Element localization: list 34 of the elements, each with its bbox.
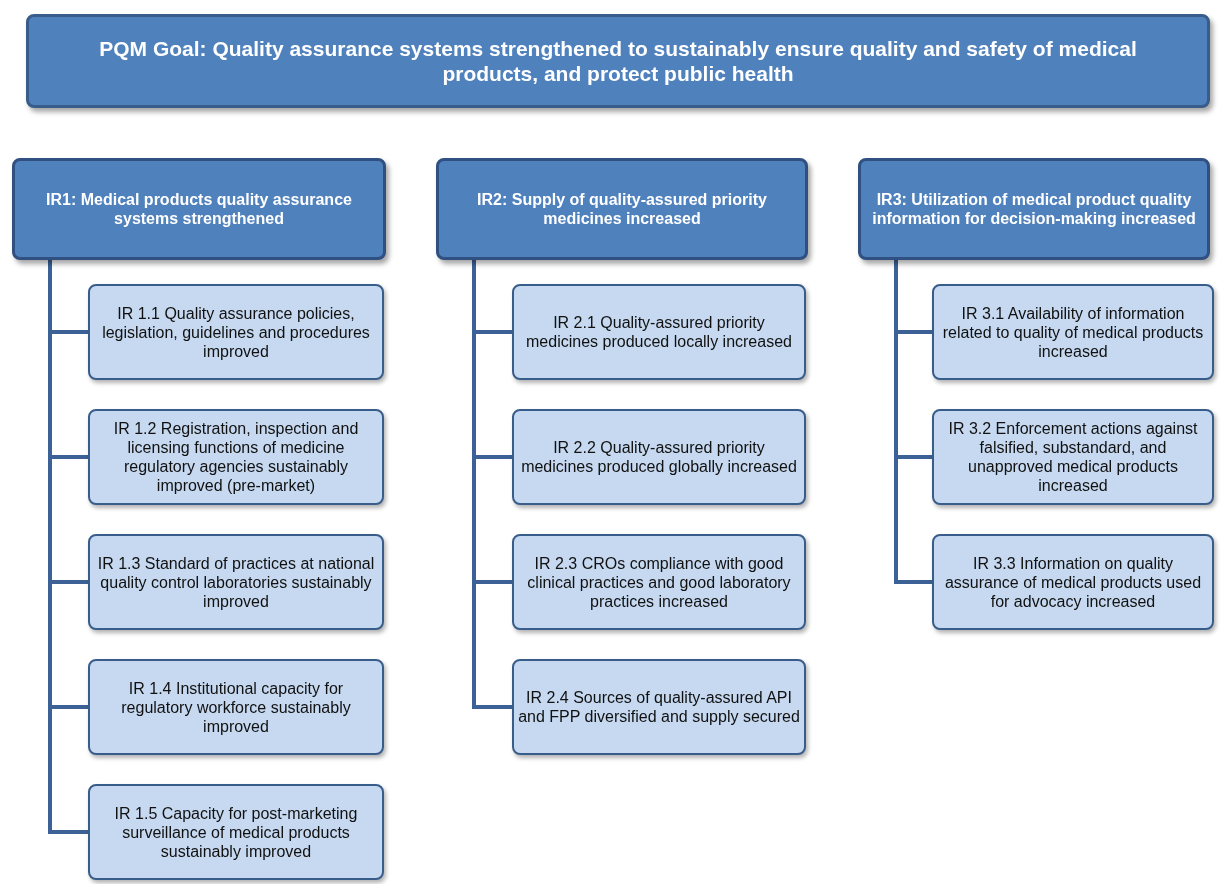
- sub-result-box: [512, 534, 806, 630]
- sub-result-text: IR 3.1 Availability of information related to quality of medical products increased: [941, 303, 1205, 361]
- sub-result-text: IR 1.1 Quality assurance policies, legislation, guidelines and procedures improved: [101, 303, 371, 361]
- connector-line: [472, 260, 512, 709]
- result-box: [436, 158, 808, 260]
- result-box: [12, 158, 386, 260]
- sub-result-box: [932, 409, 1214, 505]
- sub-result-box: [88, 284, 384, 380]
- sub-result-text: IR 1.2 Registration, inspection and licensing functions of medicine regulatory agencies sustainably improved (pre-market): [112, 419, 360, 495]
- sub-result-box: [512, 659, 806, 755]
- sub-result-text: IR 2.2 Quality-assured priority medicines produced globally increased: [520, 438, 798, 476]
- sub-result-text: IR 1.3 Standard of practices at national quality control laboratories sustainably improved: [96, 553, 376, 611]
- sub-result-box: [88, 534, 384, 630]
- result-text: IR2: Supply of quality-assured priority medicines increased: [476, 190, 768, 228]
- goal-text: PQM Goal: Quality assurance systems strengthened to sustainably ensure quality and safety of medical products, and protect public health: [98, 36, 1138, 86]
- sub-result-box: [88, 659, 384, 755]
- sub-result-text: IR 2.3 CROs compliance with good clinical practices and good laboratory practices increased: [526, 553, 792, 611]
- goal-box: [26, 14, 1210, 108]
- connector-line: [894, 260, 932, 584]
- sub-result-text: IR 1.5 Capacity for post-marketing surveillance of medical products sustainably improved: [113, 803, 359, 861]
- sub-result-box: [932, 284, 1214, 380]
- result-text: IR3: Utilization of medical product quality information for decision-making increased: [871, 190, 1197, 228]
- sub-result-text: IR 3.3 Information on quality assurance of medical products used for advocacy increased: [943, 553, 1203, 611]
- result-text: IR1: Medical products quality assurance systems strengthened: [45, 190, 353, 228]
- sub-result-box: [932, 534, 1214, 630]
- sub-result-text: IR 2.1 Quality-assured priority medicines produced locally increased: [525, 313, 793, 351]
- sub-result-text: IR 3.2 Enforcement actions against falsified, substandard, and unapproved medical products increased: [947, 419, 1199, 495]
- sub-result-box: [88, 784, 384, 880]
- sub-result-box: [512, 409, 806, 505]
- sub-result-box: [512, 284, 806, 380]
- result-box: [858, 158, 1210, 260]
- sub-result-text: IR 1.4 Institutional capacity for regulatory workforce sustainably improved: [120, 678, 352, 736]
- sub-result-box: [88, 409, 384, 505]
- sub-result-text: IR 2.4 Sources of quality-assured API and FPP diversified and supply secured: [518, 688, 800, 726]
